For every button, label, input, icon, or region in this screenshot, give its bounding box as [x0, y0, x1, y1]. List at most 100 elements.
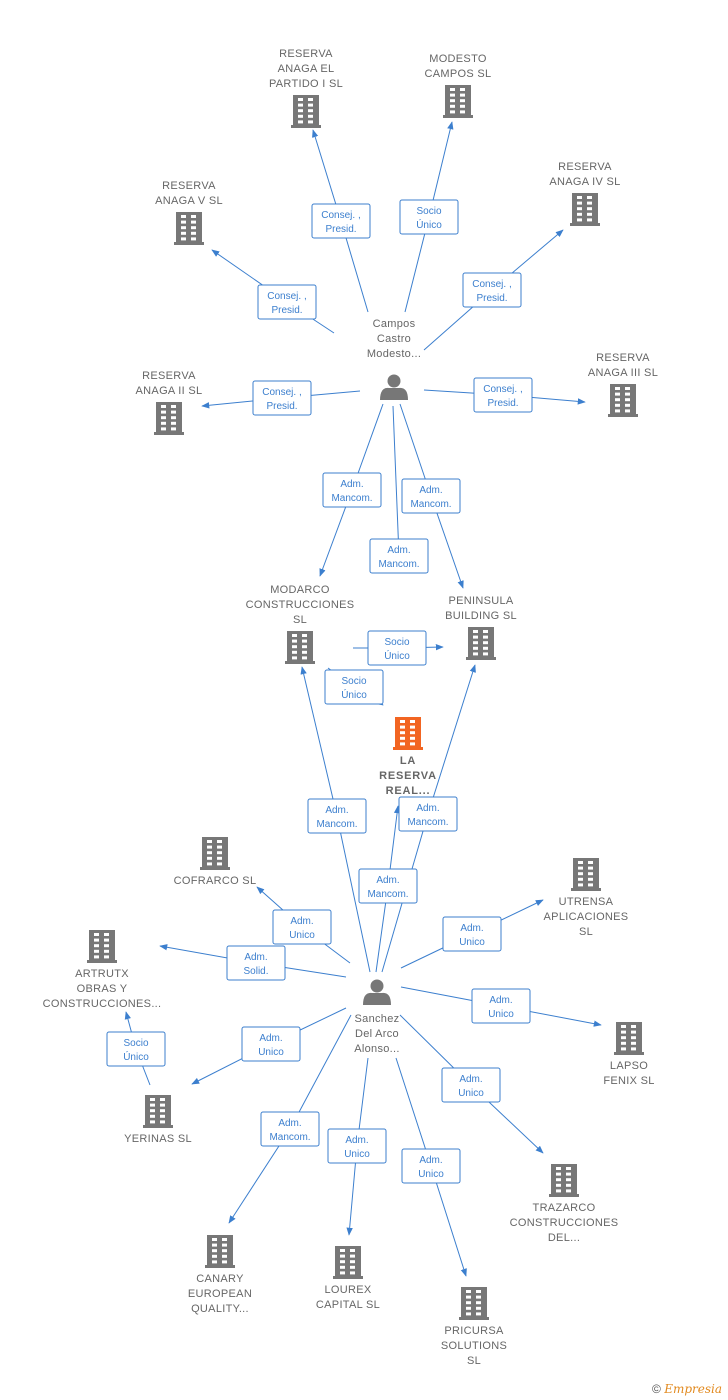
relation-label-text: Unico	[459, 937, 485, 948]
relation-label-sanchez-canary[interactable]: Adm.Mancom.	[260, 1111, 320, 1147]
nodes-layer: RESERVA ANAGA EL PARTIDO I SL MODESTOCAMPOS…	[43, 48, 658, 1367]
relation-label-campos-la_reserva[interactable]: Adm.Mancom.	[369, 538, 429, 574]
company-node-cofrarco[interactable]: COFRARCO SL	[174, 837, 257, 887]
person-label: Sanchez	[355, 1013, 400, 1025]
company-label: PENINSULA	[448, 595, 513, 607]
relation-label-text: Adm.	[290, 916, 313, 927]
company-label: CONSTRUCCIONES	[246, 599, 355, 611]
person-label: Alonso...	[354, 1043, 400, 1055]
relation-label-text: Adm.	[419, 1155, 442, 1166]
company-node-yerinas[interactable]: YERINAS SL	[124, 1095, 192, 1145]
relation-label-text: Unico	[344, 1149, 370, 1160]
company-label: SL	[293, 614, 307, 626]
company-node-canary[interactable]: CANARYEUROPEANQUALITY...	[188, 1235, 252, 1315]
relation-label-sanchez-utrensa[interactable]: Adm. Unico	[442, 916, 502, 952]
relation-label-sanchez-lapso[interactable]: Adm.Unico	[471, 988, 531, 1024]
relation-label-box	[106, 1031, 166, 1067]
relation-label-text: Único	[416, 218, 442, 231]
company-label: CAMPOS SL	[425, 68, 492, 80]
relation-label-sanchez-yerinas[interactable]: Adm.Unico	[241, 1026, 301, 1062]
relation-label-text: Adm.	[460, 923, 483, 934]
building-icon	[333, 1246, 363, 1279]
relation-label-text: Socio	[341, 676, 366, 687]
relation-label-box	[462, 272, 522, 308]
relation-label-text: Unico	[289, 930, 315, 941]
company-label: RESERVA	[142, 370, 196, 382]
relation-label-box	[257, 284, 317, 320]
relation-label-text: Adm.	[340, 479, 363, 490]
company-label: RESERVA	[379, 770, 437, 782]
relation-label-sanchez-la_reserva[interactable]: Adm.Mancom.	[358, 868, 418, 904]
building-icon	[614, 1022, 644, 1055]
company-label: ANAGA EL	[278, 63, 335, 75]
relation-label-campos-modarco[interactable]: Adm.Mancom.	[322, 472, 382, 508]
relation-label-campos-anaga_partido[interactable]: Consej. , Presid.	[311, 203, 371, 239]
person-node-campos[interactable]: CamposCastroModesto...	[367, 318, 421, 400]
relation-label-text: Mancom.	[269, 1132, 310, 1143]
relation-label-sanchez-artrutx[interactable]: Adm.Solid.	[226, 945, 286, 981]
relation-label-text: Único	[341, 688, 367, 701]
company-label: RESERVA	[162, 180, 216, 192]
company-label: PARTIDO I SL	[269, 78, 343, 90]
relation-label-sanchez-modarco[interactable]: Adm.Mancom.	[307, 798, 367, 834]
building-icon	[466, 627, 496, 660]
relation-label-text: Mancom.	[407, 817, 448, 828]
person-icon	[363, 979, 391, 1005]
company-node-la-reserva[interactable]: LARESERVAREAL...	[379, 717, 437, 797]
relation-label-sanchez-pricursa[interactable]: Adm.Unico	[401, 1148, 461, 1184]
relation-label-box	[442, 916, 502, 952]
person-label: Del Arco	[355, 1028, 399, 1040]
company-label: TRAZARCO	[533, 1202, 596, 1214]
relation-label-campos-anaga_ii[interactable]: Consej. ,Presid.	[252, 380, 312, 416]
company-label: LA	[400, 755, 416, 767]
relation-label-text: Único	[384, 649, 410, 662]
relation-label-campos-anaga_iv[interactable]: Consej. ,Presid.	[462, 272, 522, 308]
relation-label-sanchez-peninsula[interactable]: Adm. Mancom.	[398, 796, 458, 832]
brand-logo: Empresia	[664, 1382, 722, 1396]
company-node-peninsula[interactable]: PENINSULA BUILDING SL	[445, 595, 517, 660]
relation-label-text: Adm.	[416, 803, 439, 814]
relation-label-sanchez-cofrarco[interactable]: Adm. Unico	[272, 909, 332, 945]
footer-brand[interactable]: © Empresia	[652, 1382, 722, 1396]
relation-label-campos-anaga_iii[interactable]: Consej. ,Presid.	[473, 377, 533, 413]
relation-label-sanchez-trazarco[interactable]: Adm.Unico	[441, 1067, 501, 1103]
relation-label-text: Consej. ,	[321, 210, 360, 221]
relation-label-text: Presid.	[325, 224, 356, 235]
company-label: BUILDING SL	[445, 610, 517, 622]
relation-label-box	[311, 203, 371, 239]
relation-label-text: Socio	[123, 1038, 148, 1049]
company-label: LOUREX	[324, 1284, 371, 1296]
relation-label-text: Presid.	[487, 398, 518, 409]
building-icon	[459, 1287, 489, 1320]
relation-label-text: Adm.	[259, 1033, 282, 1044]
company-label: RESERVA	[596, 352, 650, 364]
copyright-symbol: ©	[652, 1382, 661, 1396]
company-label: YERINAS SL	[124, 1133, 192, 1145]
relation-label-sanchez-lourex[interactable]: Adm.Unico	[327, 1128, 387, 1164]
company-node-lourex[interactable]: LOUREX CAPITAL SL	[316, 1246, 380, 1311]
relation-label-box	[241, 1026, 301, 1062]
building-icon	[549, 1164, 579, 1197]
company-node-trazarco[interactable]: TRAZARCOCONSTRUCCIONESDEL...	[510, 1164, 619, 1244]
relation-label-campos-anaga_v[interactable]: Consej. ,Presid.	[257, 284, 317, 320]
relation-label-box	[327, 1128, 387, 1164]
relation-label-campos-peninsula[interactable]: Adm.Mancom.	[401, 478, 461, 514]
company-label: CAPITAL SL	[316, 1299, 380, 1311]
relation-label-text: Socio	[384, 637, 409, 648]
